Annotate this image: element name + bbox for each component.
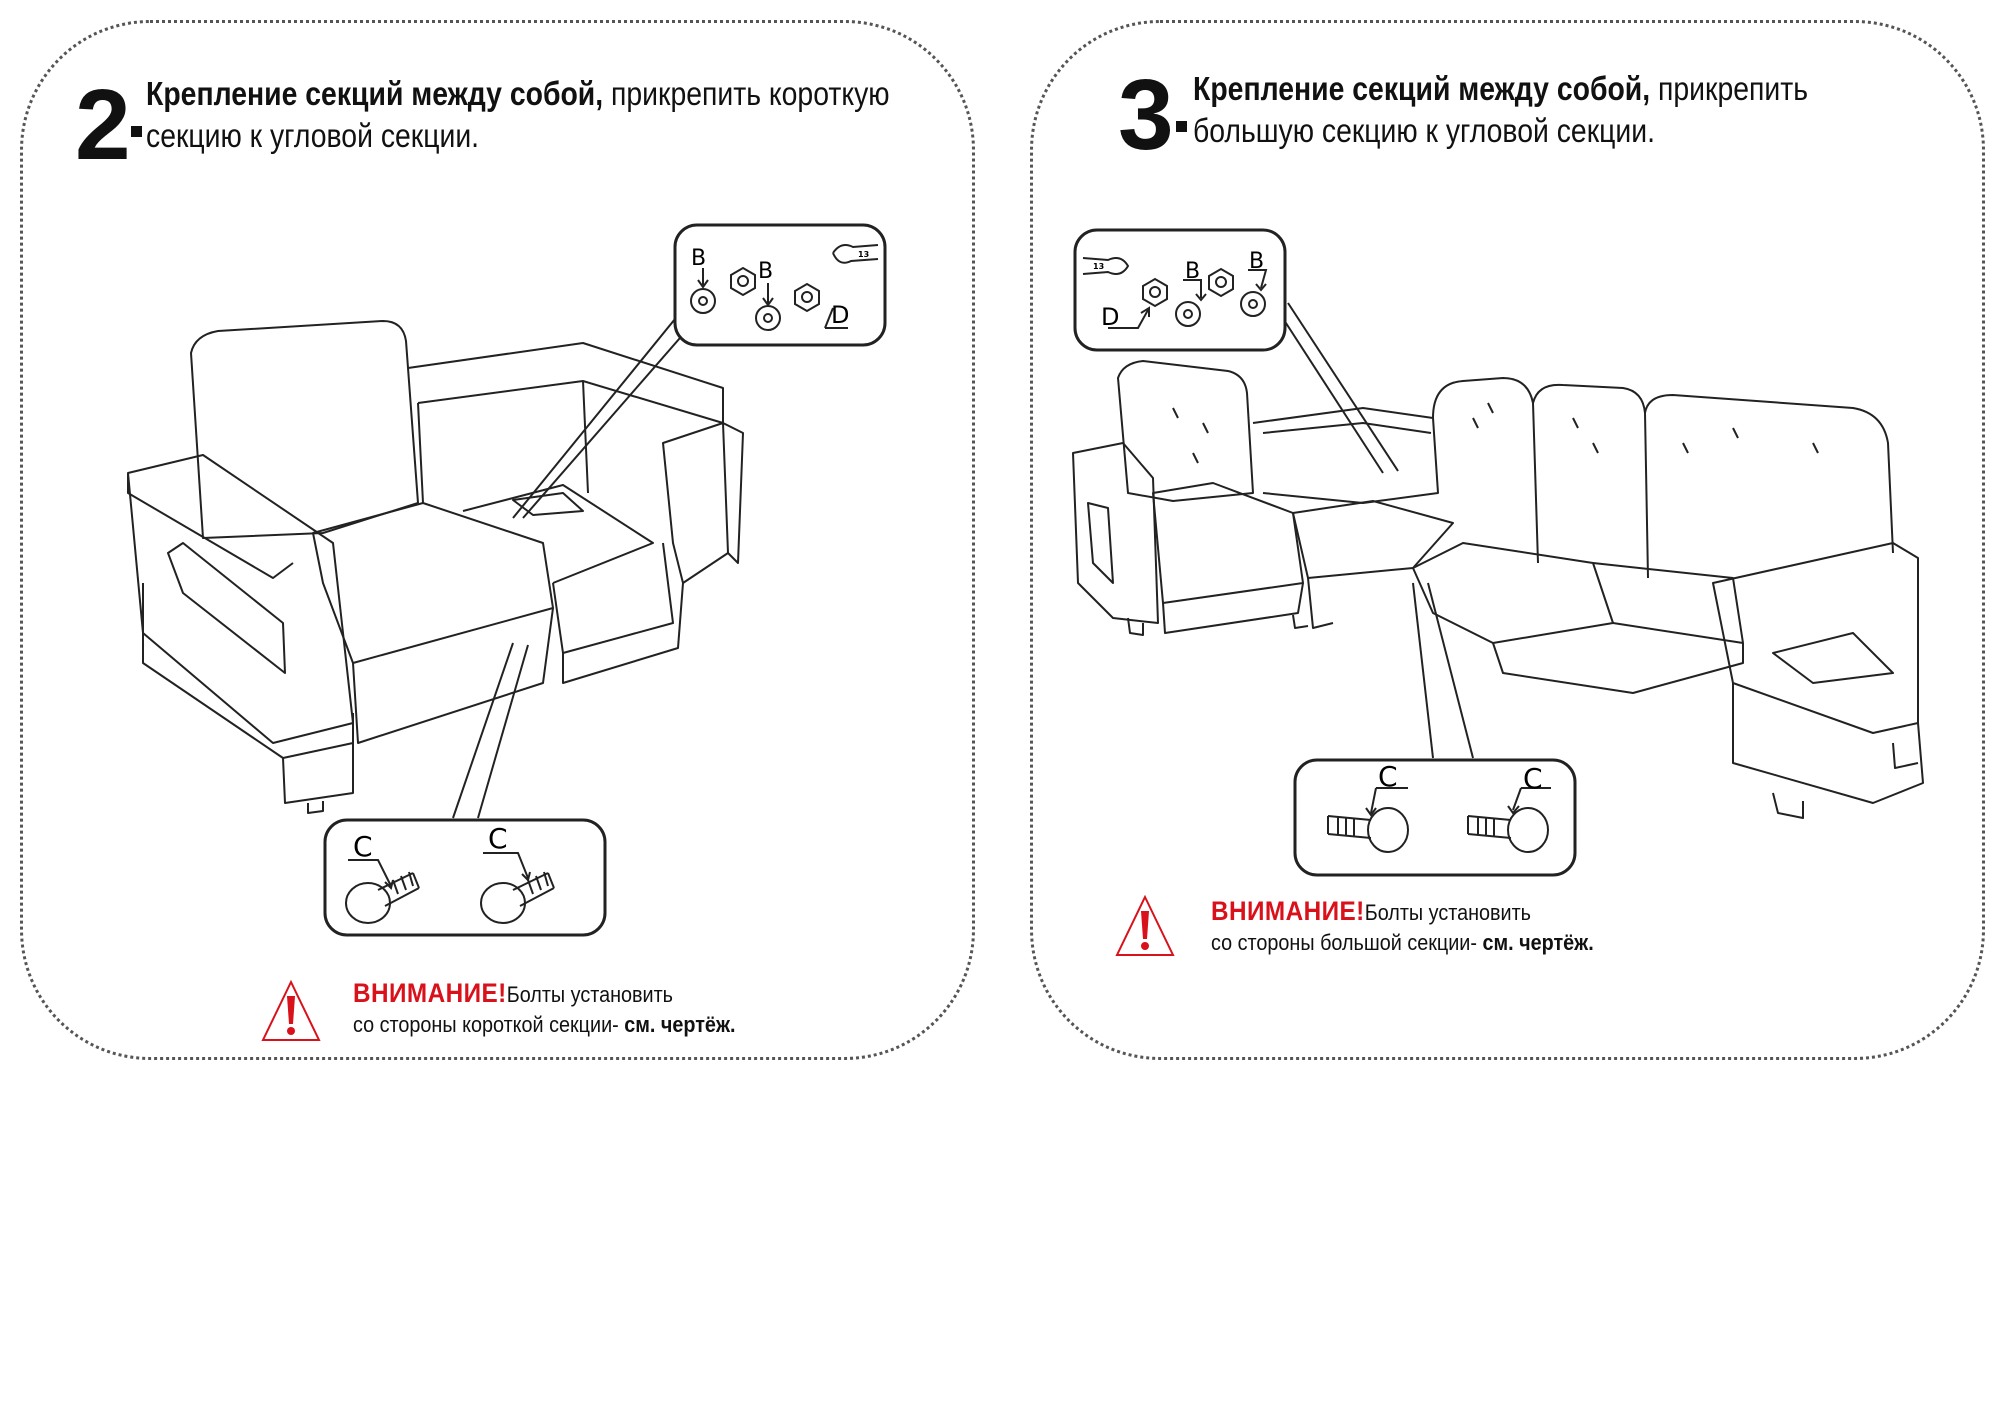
label-b2: B: [1249, 249, 1264, 274]
step-2-bullet: [131, 126, 142, 137]
large-arm: [1712, 542, 1919, 734]
large-backrest-3: [1644, 394, 1894, 554]
nut-icon: [1208, 267, 1234, 298]
large-seat-1: [1412, 542, 1614, 644]
bracket: [512, 492, 584, 516]
nut-icon: [730, 266, 756, 297]
label-d: D: [831, 301, 849, 329]
step-2-title-line2: секцию к угловой секции.: [146, 117, 480, 154]
step-3-title-line2: большую секцию к угловой секции.: [1193, 112, 1655, 149]
bolt-box: [1293, 758, 1577, 877]
warning-text1: Болты установить: [1364, 900, 1532, 925]
arm-opening: [1772, 632, 1894, 684]
short-backrest: [1117, 360, 1254, 502]
large-seat-2: [1592, 562, 1744, 644]
washer-icon: [690, 288, 716, 314]
label-c1: C: [353, 830, 373, 863]
warning-icon: [261, 979, 321, 1041]
large-backrest-2: [1532, 383, 1649, 579]
wrench-size: 13: [858, 250, 869, 259]
step-2-sofa-illustration: [127, 302, 744, 819]
label-d: D: [1101, 303, 1119, 331]
warning-head: ВНИМАНИЕ!: [353, 978, 507, 1008]
label-b1: B: [691, 246, 706, 271]
corner-seat: [462, 484, 654, 584]
seat-cushion: [312, 502, 554, 664]
armrest-base: [282, 743, 354, 804]
label-c2: C: [1523, 762, 1543, 795]
step-2-number: 2: [75, 69, 131, 181]
warning-head: ВНИМАНИЕ!: [1211, 896, 1365, 926]
step-2-warning: ВНИМАНИЕ!Болты установить со стороны кор…: [353, 978, 736, 1040]
step-3-number: 3: [1118, 59, 1174, 171]
large-arm-base: [1732, 683, 1924, 804]
nut-icon: [1142, 277, 1168, 308]
corner-back: [1252, 407, 1439, 504]
hardware-box: [673, 223, 887, 347]
step-2-hardware-top: B B D 13: [673, 223, 887, 347]
short-arm: [1072, 442, 1159, 624]
corner-back-rail: [407, 342, 724, 424]
warning-text2-bold: см. чертёж.: [624, 1012, 736, 1037]
wrench-icon: [1082, 257, 1130, 275]
step-2-title-rest: прикрепить короткую: [603, 75, 890, 112]
step-3-instruction: Крепление секций между собой, прикрепить…: [1193, 68, 1808, 152]
wrench-icon: [832, 244, 879, 254]
step-3-title-bold: Крепление секций между собой,: [1193, 70, 1651, 107]
step-2-instruction: Крепление секций между собой, прикрепить…: [146, 73, 890, 157]
backrest-cushion: [190, 320, 419, 539]
left-armrest: [127, 454, 354, 744]
step-2-hardware-bottom: C C: [323, 818, 607, 937]
label-b1: B: [1185, 259, 1200, 284]
hardware-box: [1073, 228, 1287, 352]
warning-icon: [1115, 894, 1175, 956]
step-3-sofa-illustration: [1072, 302, 1924, 819]
corner-seat: [1292, 500, 1454, 579]
step-3-warning: ВНИМАНИЕ!Болты установить со стороны бол…: [1211, 896, 1594, 958]
carriage-bolt-icon: [1507, 807, 1549, 853]
washer-icon: [1240, 291, 1266, 317]
washer-icon: [1175, 301, 1201, 327]
step-3-title-rest: прикрепить: [1650, 70, 1809, 107]
step-3-hardware-bottom: C C: [1293, 758, 1577, 877]
step-3-panel: 3 Крепление секций между собой, прикрепи…: [1030, 20, 1985, 1060]
label-c1: C: [1378, 760, 1398, 793]
nut-icon: [794, 282, 820, 313]
large-backrest-1: [1432, 377, 1539, 564]
label-b2: B: [758, 259, 773, 284]
step-2-panel: 2 Крепление секций между собой, прикрепи…: [20, 20, 975, 1060]
wrench-size: 13: [1093, 262, 1104, 271]
right-arm: [662, 422, 729, 584]
label-c2: C: [488, 822, 508, 855]
step-3-hardware-top: D B B 13: [1073, 228, 1287, 352]
short-seat: [1152, 482, 1304, 604]
warning-text1: Болты установить: [506, 982, 674, 1007]
step-3-bullet: [1176, 121, 1187, 132]
warning-text2: со стороны большой секции-: [1211, 930, 1483, 955]
bolt-box: [323, 818, 607, 937]
carriage-bolt-icon: [1367, 807, 1409, 853]
armrest-opening: [167, 542, 286, 674]
step-2-title-bold: Крепление секций между собой,: [146, 75, 604, 112]
warning-text2-bold: см. чертёж.: [1482, 930, 1594, 955]
warning-text2: со стороны короткой секции-: [353, 1012, 625, 1037]
